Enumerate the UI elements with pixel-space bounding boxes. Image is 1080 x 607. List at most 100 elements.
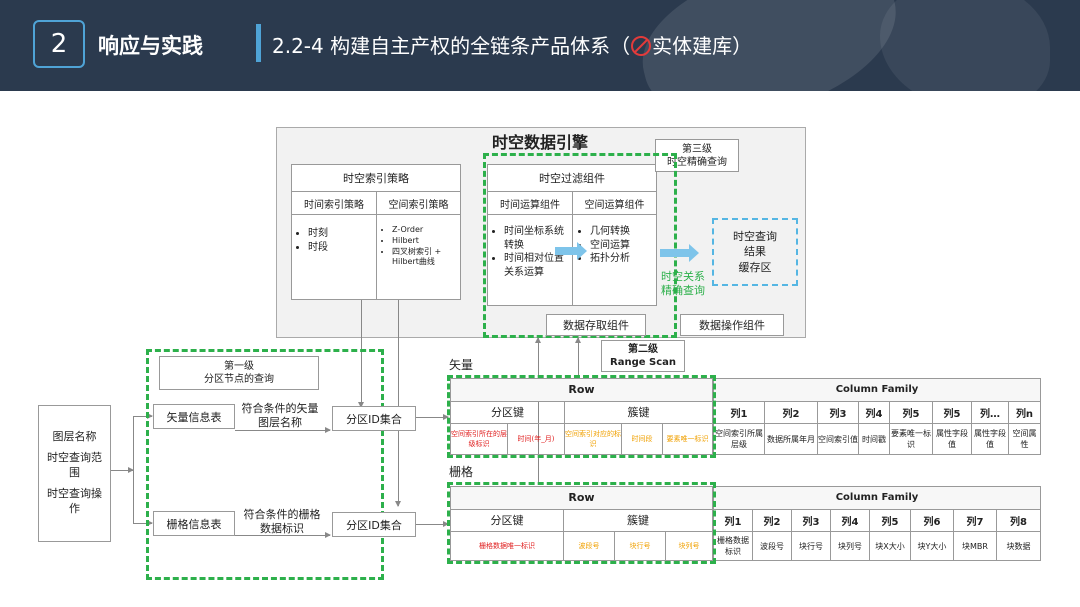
data-access-component: 数据存取组件 xyxy=(546,314,646,336)
engine-title: 时空数据引擎 xyxy=(491,133,588,152)
raster-column-header: 列2 xyxy=(752,508,792,533)
raster-column-family-table: Column Family 列1 列2 列3 列4 列5 列6 列7 列8 栅格… xyxy=(713,486,1041,561)
level1-subtitle: 分区节点的查询 xyxy=(204,374,274,385)
list-item: 几何转换 xyxy=(590,225,654,239)
vector-row-cell: 时间段 xyxy=(621,423,663,455)
level2-subtitle: Range Scan xyxy=(610,357,676,368)
raster-row-dashed-region xyxy=(447,482,716,564)
query-input-box: 图层名称 时空查询范围 时空查询操作 xyxy=(38,405,111,542)
raster-match-label: 符合条件的栅格数据标识 xyxy=(243,507,321,535)
vector-column-header: 列5 xyxy=(932,400,972,425)
cache-box: 时空查询 结果 缓存区 xyxy=(712,218,798,286)
vector-column-header: 列1 xyxy=(713,400,765,425)
list-item: 时段 xyxy=(308,241,374,255)
raster-row-cell: 波段号 xyxy=(563,531,615,561)
raster-partition-set: 分区ID集合 xyxy=(332,512,416,537)
cache-line1: 时空查询 xyxy=(733,229,777,243)
section-number: 2 xyxy=(33,20,85,68)
vector-partition-set: 分区ID集合 xyxy=(332,406,416,431)
raster-column-value: 块列号 xyxy=(830,531,870,561)
cache-line3: 缓存区 xyxy=(738,260,772,274)
space-index-list: Z-Order Hilbert 四叉树索引 + Hilbert曲线 xyxy=(378,225,460,268)
connector-arrow xyxy=(395,300,401,507)
raster-column-value: 块行号 xyxy=(791,531,831,561)
level3-dashed-region xyxy=(483,153,677,338)
raster-table-label: 栅格 xyxy=(449,465,474,479)
precise-query-line1: 时空关系 xyxy=(661,269,705,283)
vector-info-table: 矢量信息表 xyxy=(153,404,235,429)
precise-query-label: 时空关系 精确查询 xyxy=(657,268,709,300)
raster-column-header: 列4 xyxy=(830,508,870,533)
list-item: 时刻 xyxy=(308,227,374,241)
raster-column-value: 块X大小 xyxy=(869,531,911,561)
list-item: 四叉树索引 + Hilbert曲线 xyxy=(392,247,460,269)
list-item: 时间相对位置关系运算 xyxy=(504,252,566,279)
slide-title-part2: 实体建库） xyxy=(652,34,753,58)
vector-row-table: Row 分区键 簇键 空间索引所在的层级标识 时间(年_月) 空间索引对应的标识… xyxy=(450,378,713,455)
vector-column-header: 列… xyxy=(971,400,1009,425)
cache-line2: 结果 xyxy=(744,245,766,259)
raster-info-table: 栅格信息表 xyxy=(153,511,235,536)
space-operation-title: 空间运算组件 xyxy=(584,199,645,211)
connector-arrow xyxy=(133,413,153,419)
level2-label: 第二级 Range Scan xyxy=(601,340,685,372)
blue-arrow-icon xyxy=(555,242,587,260)
blue-arrow-icon xyxy=(660,244,699,262)
connector-arrow xyxy=(235,532,331,538)
list-item: Hilbert xyxy=(392,236,460,247)
level1-title: 第一级 xyxy=(224,360,254,372)
filter-component-box: 时空过滤组件 时间运算组件 空间运算组件 时间坐标系统转换 时间相对位置关系运算… xyxy=(487,164,657,306)
raster-column-value: 块Y大小 xyxy=(910,531,954,561)
raster-column-header: 列1 xyxy=(713,508,753,533)
index-strategy-box: 时空索引策略 时间索引策略 空间索引策略 时刻 时段 Z-Order Hilbe… xyxy=(291,164,461,300)
level2-title: 第二级 xyxy=(628,344,658,355)
connector-arrow xyxy=(235,427,331,433)
level3-subtitle: 时空精确查询 xyxy=(667,156,727,168)
vector-cf-header: Column Family xyxy=(713,378,1041,402)
raster-column-header: 列7 xyxy=(953,508,997,533)
vector-column-value: 空间属性 xyxy=(1008,423,1041,455)
slide-title-part1: 2.2-4 构建自主产权的全链条产品体系（ xyxy=(272,34,631,58)
space-operation-list: 几何转换 空间运算 拓扑分析 xyxy=(576,225,654,266)
query-range-label: 时空查询范围 xyxy=(47,451,102,480)
query-operation-label: 时空查询操作 xyxy=(47,486,102,515)
raster-column-header: 列6 xyxy=(910,508,954,533)
vector-column-header: 列3 xyxy=(817,400,859,425)
layer-name-label: 图层名称 xyxy=(52,430,97,444)
raster-column-value: 栅格数据标识 xyxy=(713,531,753,561)
time-operation-title: 时间运算组件 xyxy=(500,199,560,211)
connector-arrow xyxy=(575,337,581,375)
slide-header: 2 响应与实践 2.2-4 构建自主产权的全链条产品体系（实体建库） xyxy=(0,0,1080,91)
connector-arrow xyxy=(133,520,153,526)
connector-line xyxy=(133,416,134,524)
raster-column-value: 块数据 xyxy=(996,531,1041,561)
raster-column-header: 列8 xyxy=(996,508,1041,533)
vector-column-value: 属性字段值 xyxy=(971,423,1009,455)
list-item: Z-Order xyxy=(392,225,460,236)
vector-column-family-table: Column Family 列1 列2 列3 列4 列5 列5 列… 列n 空间… xyxy=(713,378,1041,455)
vector-column-value: 时间戳 xyxy=(858,423,890,455)
connector-line xyxy=(111,467,134,473)
raster-column-header: 列5 xyxy=(869,508,911,533)
time-operation-list: 时间坐标系统转换 时间相对位置关系运算 xyxy=(490,225,566,279)
level1-label: 第一级 分区节点的查询 xyxy=(159,356,319,390)
list-item: 空间运算 xyxy=(590,239,654,253)
raster-column-value: 波段号 xyxy=(752,531,792,561)
list-item: 拓扑分析 xyxy=(590,252,654,266)
raster-row-cell: 块行号 xyxy=(614,531,666,561)
raster-cf-header: Column Family xyxy=(713,486,1041,510)
level1-dashed-region xyxy=(146,349,384,580)
raster-column-value: 块MBR xyxy=(953,531,997,561)
vector-table-label: 矢量 xyxy=(449,358,474,372)
vector-partition-key: 分区键 xyxy=(450,400,565,425)
vector-column-value: 要素唯一标识 xyxy=(889,423,933,455)
connector-arrow xyxy=(416,521,449,527)
decorative-shape xyxy=(880,0,1050,91)
vector-match-label: 符合条件的矢量图层名称 xyxy=(241,401,319,429)
space-index-title: 空间索引策略 xyxy=(388,199,449,211)
vector-row-dashed-region xyxy=(447,375,716,458)
raster-row-cell: 块列号 xyxy=(665,531,713,561)
vector-column-header: 列5 xyxy=(889,400,933,425)
vector-row-cell: 要素唯一标识 xyxy=(662,423,713,455)
title-accent-bar xyxy=(256,24,261,62)
